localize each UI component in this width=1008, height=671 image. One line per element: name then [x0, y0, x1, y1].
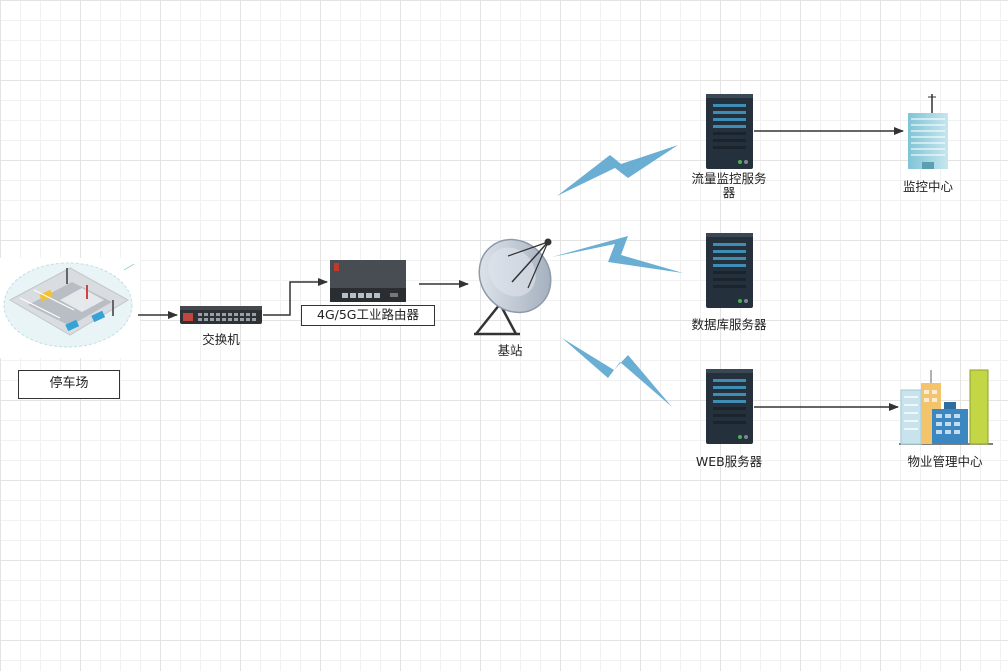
- parking-label: 停车场: [18, 370, 120, 399]
- monitor-center-building-icon: [908, 94, 948, 169]
- web-server-label: WEB服务器: [695, 454, 763, 469]
- server-web-icon: [706, 369, 753, 444]
- server-traffic-icon: [706, 94, 753, 169]
- arrow-switch-to-router: [263, 278, 328, 316]
- router-device-icon: [330, 260, 406, 302]
- traffic-server-label-line1: 流量监控服务: [691, 171, 767, 186]
- property-center-label: 物业管理中心: [907, 454, 983, 469]
- router-label: 4G/5G工业路由器: [301, 305, 435, 326]
- switch-device-icon: [180, 306, 262, 324]
- switch-label: 交换机: [202, 332, 240, 347]
- connector-arrows: [138, 127, 904, 411]
- server-database-icon: [706, 233, 753, 308]
- monitor-center-label: 监控中心: [902, 179, 953, 194]
- traffic-server-label-line2: 器: [722, 185, 736, 200]
- wireless-signal-icons: [552, 145, 683, 407]
- satellite-dish-icon: [474, 238, 552, 336]
- database-server-label: 数据库服务器: [691, 317, 767, 332]
- parking-lot-illustration: [0, 258, 140, 358]
- base-station-label: 基站: [497, 343, 523, 358]
- property-center-buildings-icon: [899, 369, 993, 445]
